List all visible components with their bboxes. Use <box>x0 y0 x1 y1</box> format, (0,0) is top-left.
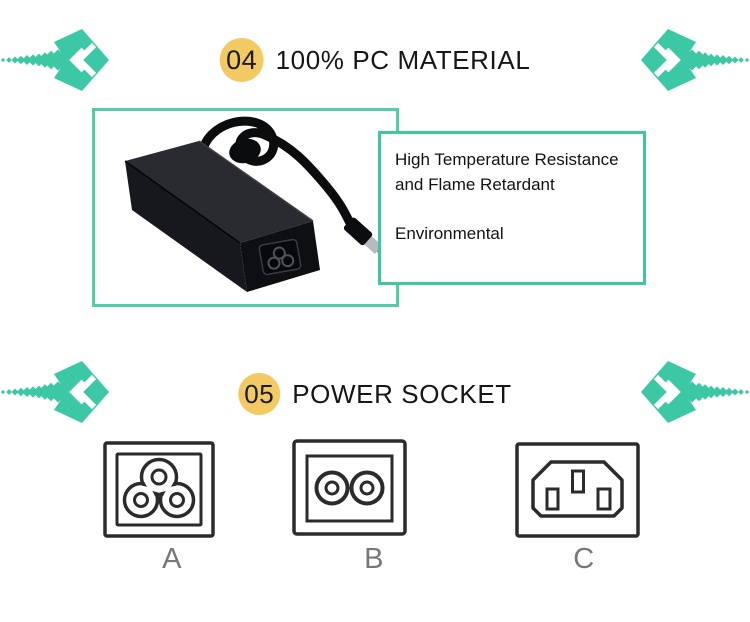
socket-label: B <box>364 543 384 575</box>
arrow-flow-right-icon <box>640 358 750 426</box>
callout-line: Environmental <box>395 224 504 243</box>
callout-box: High Temperature Resistance and Flame Re… <box>378 131 646 285</box>
section-number-badge: 04 <box>219 38 264 82</box>
socket-c-c14-icon <box>515 442 640 538</box>
arrow-flow-left-icon <box>0 26 110 94</box>
product-image-frame <box>92 108 399 307</box>
arrow-flow-left-icon <box>0 358 110 426</box>
socket-a-c6-icon <box>103 441 215 538</box>
section-number-badge: 05 <box>238 373 281 415</box>
section-header-material: 04 100% PC MATERIAL <box>219 38 531 82</box>
callout-line: High Temperature Resistance <box>395 150 619 169</box>
callout-line: and Flame Retardant <box>395 175 555 194</box>
arrow-flow-right-icon <box>640 26 750 94</box>
section-header-socket: 05 POWER SOCKET <box>238 373 512 415</box>
power-adapter-illustration <box>124 116 383 292</box>
socket-label: C <box>573 543 595 575</box>
socket-label: A <box>162 543 182 575</box>
section-title: POWER SOCKET <box>292 378 512 409</box>
socket-b-c8-icon <box>292 439 407 536</box>
section-title: 100% PC MATERIAL <box>275 44 531 75</box>
